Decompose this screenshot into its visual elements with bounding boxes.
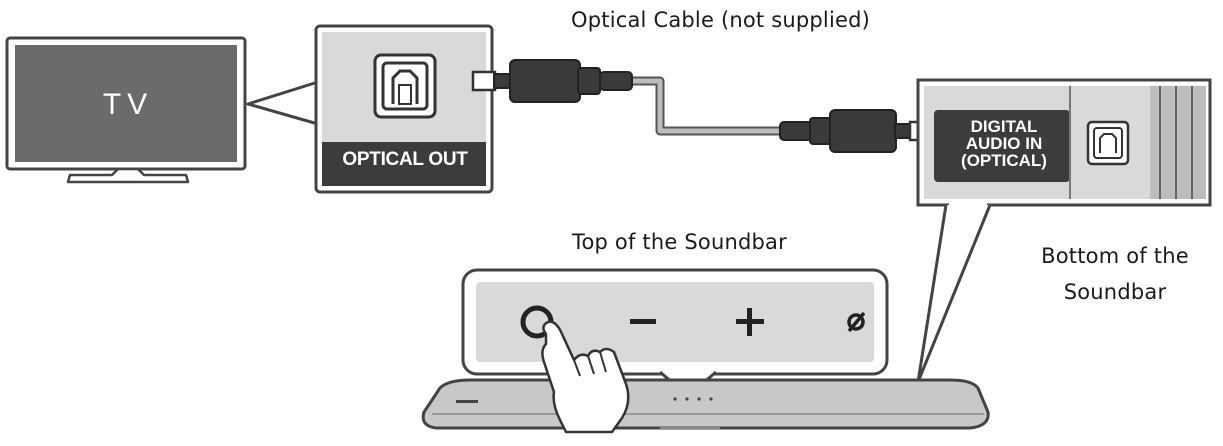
- soundbar: [421, 378, 990, 430]
- optical-cable: [471, 59, 934, 153]
- digital-audio-in-line-2: AUDIO IN: [965, 134, 1043, 153]
- bottom-of-soundbar-line-1: Bottom of the: [1041, 244, 1189, 268]
- optical-out-panel: [314, 24, 494, 194]
- bottom-of-soundbar-line-2: Soundbar: [1063, 280, 1167, 304]
- digital-audio-in-line-3: (OPTICAL): [961, 151, 1047, 170]
- volume-up-icon: [736, 308, 764, 336]
- optical-out-label: OPTICAL OUT: [342, 149, 468, 170]
- top-of-soundbar-label: Top of the Soundbar: [572, 230, 787, 254]
- input-source-icon: [847, 311, 866, 333]
- bottom-of-soundbar-label: Bottom of the Soundbar: [1020, 238, 1210, 310]
- volume-down-icon: [630, 319, 656, 324]
- soundbar-top-panel: [461, 268, 889, 398]
- tv: [5, 36, 247, 184]
- digital-audio-in-line-1: DIGITAL: [970, 117, 1038, 136]
- hand-icon: [541, 320, 630, 434]
- digital-audio-in-label: DIGITAL AUDIO IN (OPTICAL): [940, 118, 1068, 169]
- cable-label: Optical Cable (not supplied): [571, 8, 871, 32]
- tv-callout-pointer: [246, 80, 319, 126]
- digital-audio-in-panel: [916, 78, 1212, 384]
- tv-label: TV: [102, 88, 154, 121]
